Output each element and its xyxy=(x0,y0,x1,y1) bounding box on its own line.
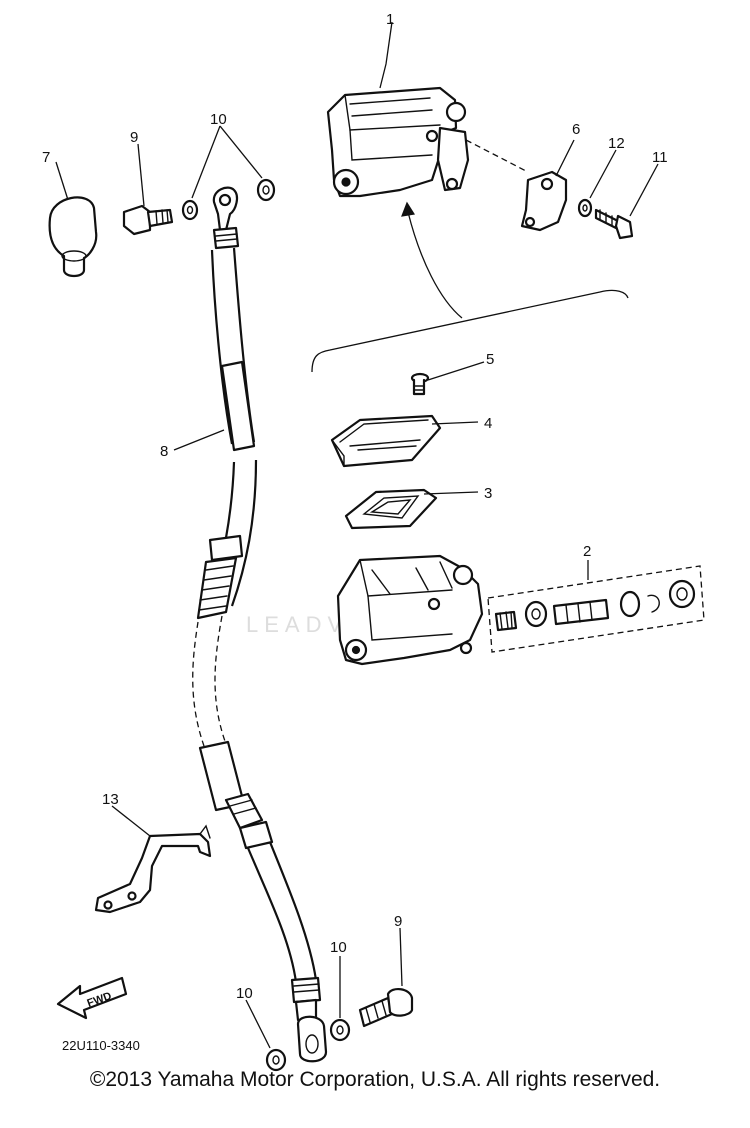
leader-lines xyxy=(55,21,659,1049)
part-label-9-top: 9 xyxy=(130,129,138,146)
part-8-brake-hose[interactable] xyxy=(192,186,328,1063)
part-10-washers-bottom[interactable] xyxy=(265,1018,351,1072)
part-5-screw[interactable] xyxy=(410,372,430,396)
part-label-4: 4 xyxy=(484,415,492,432)
part-label-1: 1 xyxy=(386,11,394,28)
part-label-3: 3 xyxy=(484,485,492,502)
copyright-notice: ©2013 Yamaha Motor Corporation, U.S.A. A… xyxy=(89,1068,661,1091)
part-label-7: 7 xyxy=(42,149,50,166)
part-label-10-bottom-right: 10 xyxy=(330,939,347,956)
part-6-holder[interactable] xyxy=(520,170,568,232)
part-label-8: 8 xyxy=(160,443,168,460)
part-label-10-top: 10 xyxy=(210,111,227,128)
part-9-union-bolt-bottom[interactable] xyxy=(358,988,414,1028)
part-label-10-bottom-left: 10 xyxy=(236,985,253,1002)
part-label-13: 13 xyxy=(102,791,119,808)
part-12-washer[interactable] xyxy=(577,198,593,218)
part-11-bolt[interactable] xyxy=(594,208,634,240)
part-label-11: 11 xyxy=(652,149,668,166)
part-1-master-cylinder[interactable] xyxy=(326,86,470,198)
part-10-washers-top[interactable] xyxy=(181,178,276,221)
part-13-bracket[interactable] xyxy=(94,824,212,914)
part-label-9-bottom: 9 xyxy=(394,913,402,930)
part-2-piston-kit[interactable] xyxy=(487,565,705,653)
part-7-rubber-cap[interactable] xyxy=(48,196,98,278)
direction-marker: FWD xyxy=(56,976,128,1020)
part-9-union-bolt-top[interactable] xyxy=(122,204,174,236)
master-cylinder-body[interactable] xyxy=(336,554,484,666)
part-label-12: 12 xyxy=(608,135,625,152)
diagram-code: 22U110-3340 xyxy=(62,1038,140,1053)
part-3-diaphragm[interactable] xyxy=(344,488,438,530)
part-label-5: 5 xyxy=(486,351,494,368)
part-4-cap[interactable] xyxy=(330,414,442,468)
part-label-2: 2 xyxy=(583,543,591,560)
part-label-6: 6 xyxy=(572,121,580,138)
